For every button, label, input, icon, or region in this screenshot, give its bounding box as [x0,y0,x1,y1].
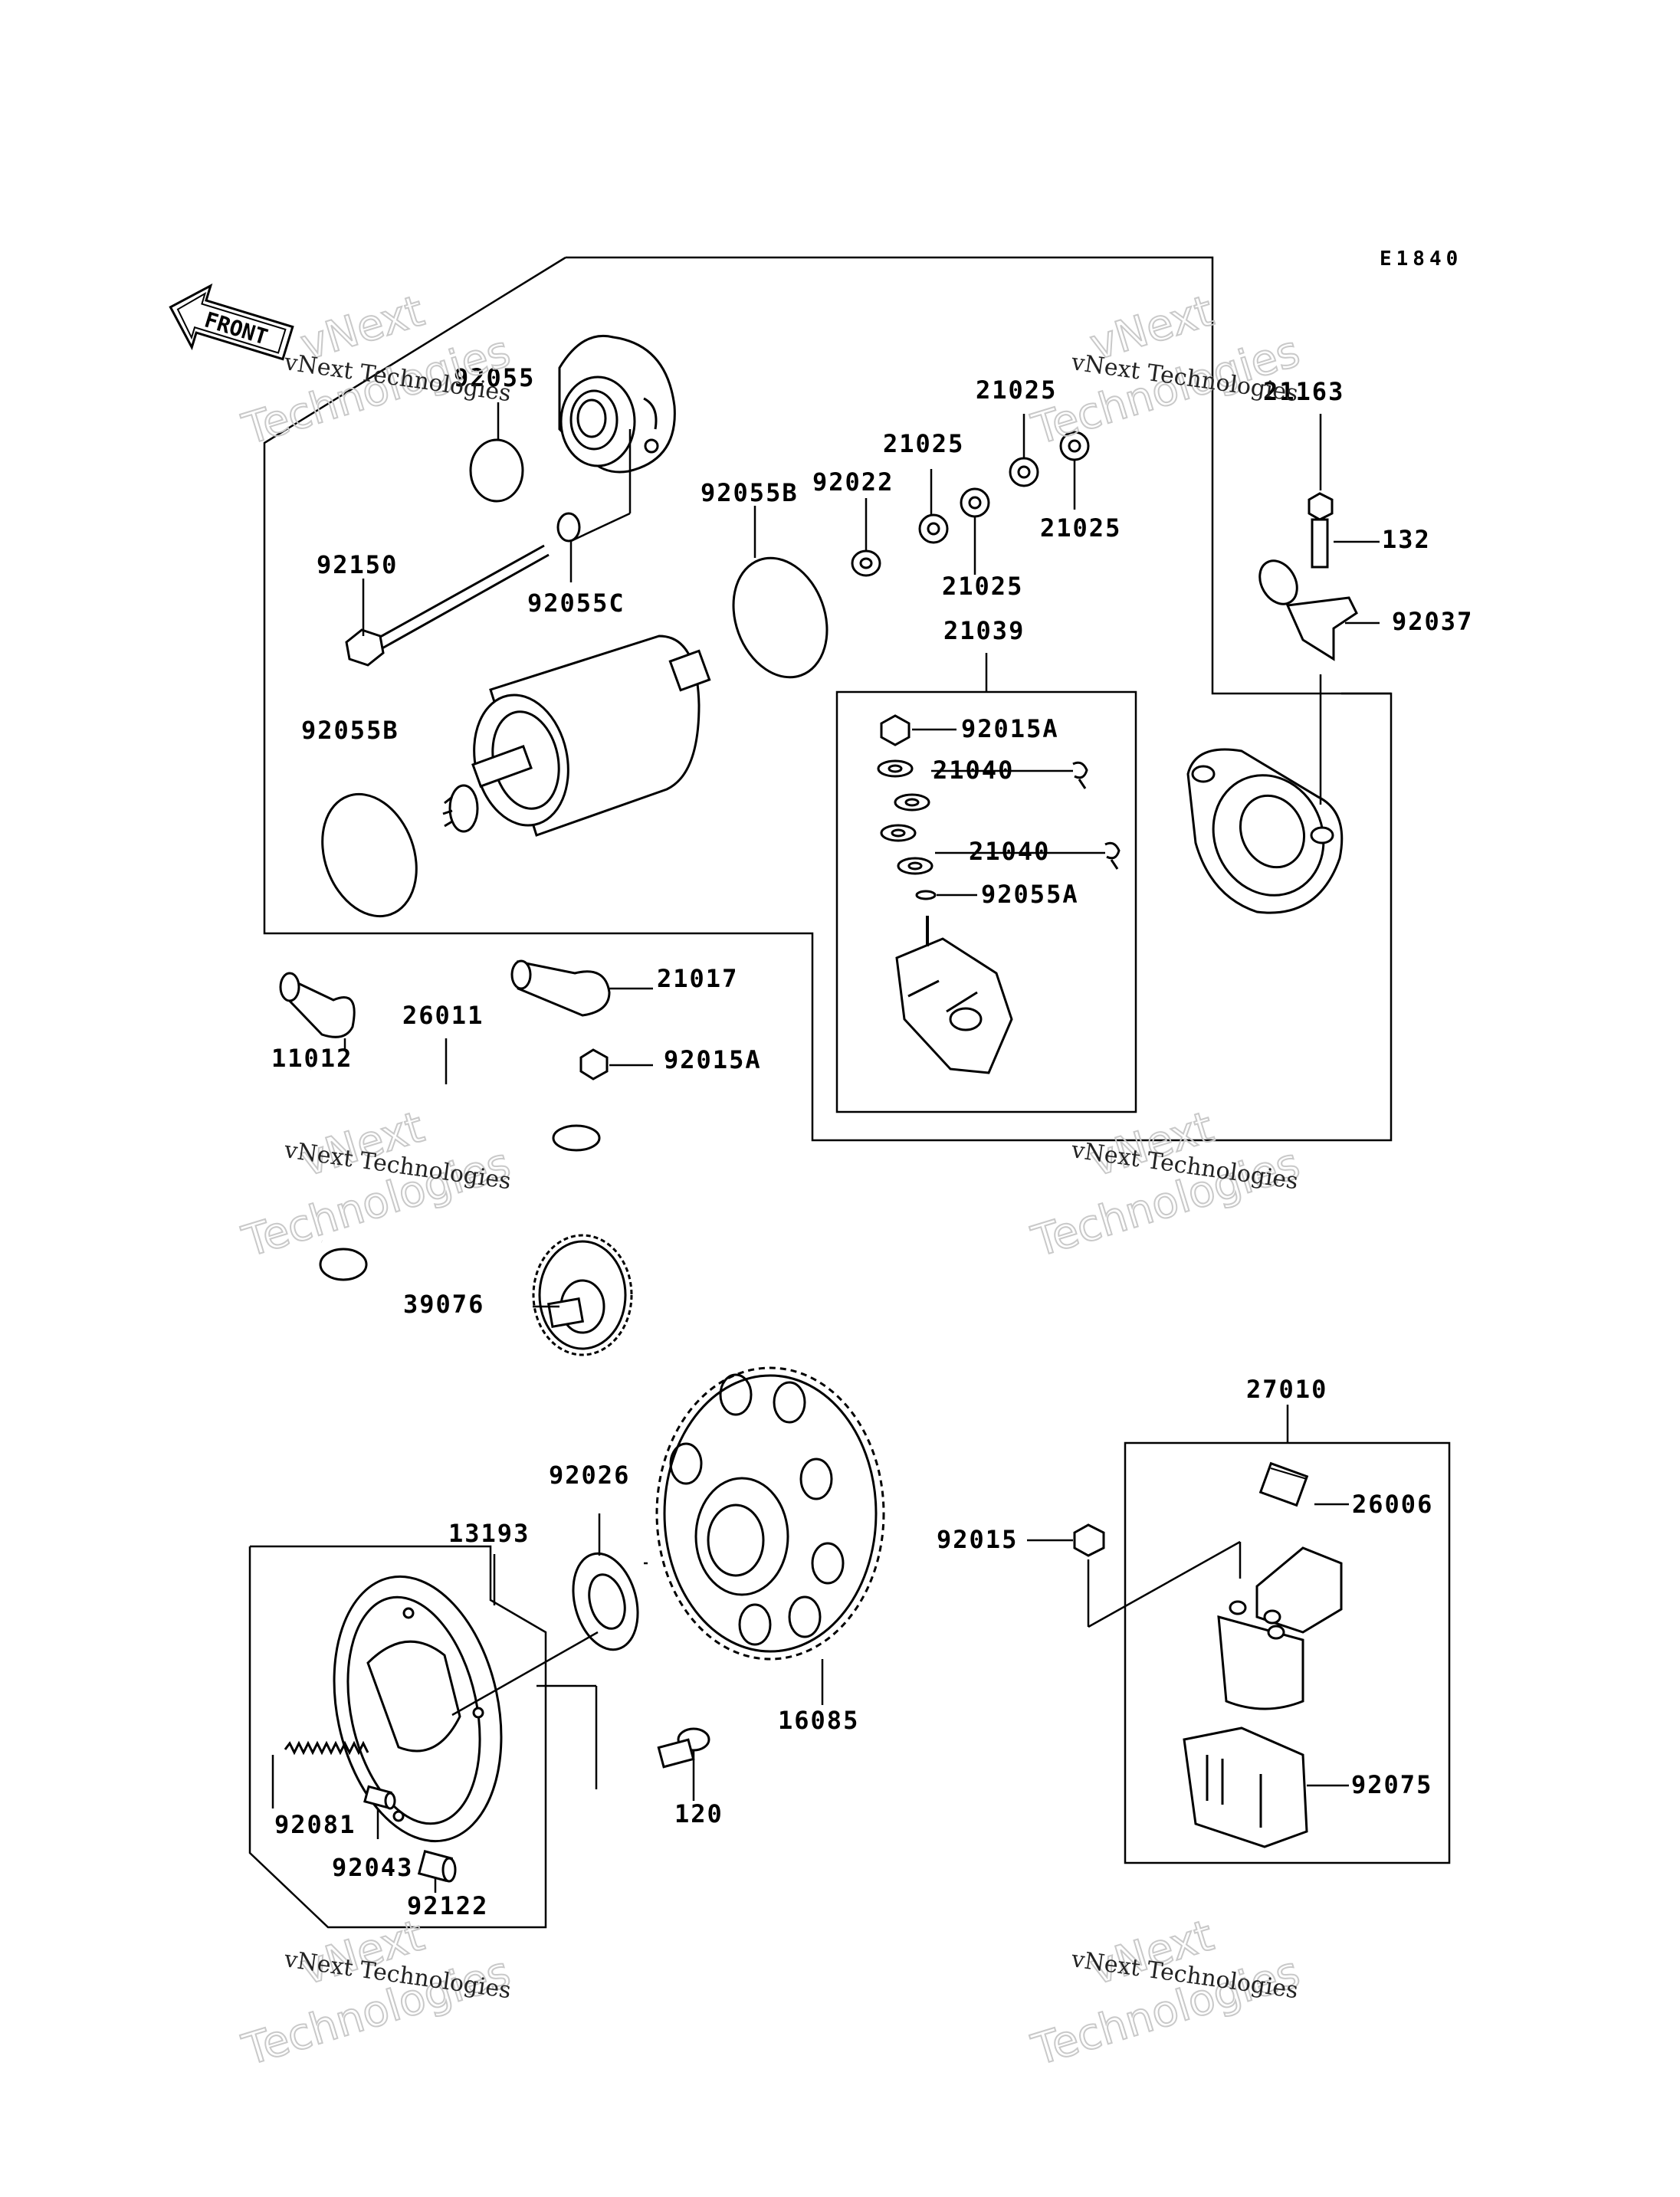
bolt-120 [657,1727,710,1769]
o-ring-92055 [469,438,524,503]
label-92055b-left: 92055B [301,716,399,745]
o-ring-92055c [556,512,581,543]
washer-92026 [572,1552,639,1651]
label-92075: 92075 [1351,1770,1432,1799]
label-21025-b: 21025 [942,572,1023,601]
label-26006: 26006 [1352,1490,1433,1519]
label-21163: 21163 [1263,377,1344,406]
starter-clutch-outline [248,1545,547,1929]
label-21025-a: 21025 [883,429,964,458]
label-21025-c: 21025 [976,375,1057,405]
label-92026: 92026 [549,1461,630,1490]
relay-cover-92075 [1183,1726,1308,1848]
idle-gear-39076 [532,1234,633,1356]
brush-holder-parts [877,714,1121,1074]
label-92022: 92022 [812,467,894,497]
starter-cap-21017 [510,959,611,1017]
o-ring-92055b-top [732,556,829,679]
label-21025-d: 21025 [1040,513,1121,543]
spring-92081 [284,1740,369,1756]
through-bolt-92150 [345,544,550,667]
starter-cap-11012 [279,972,356,1038]
diagram-code: E1840 [1380,248,1462,271]
nut-92015 [1073,1523,1105,1557]
front-arrow-icon: FRONT [169,283,294,361]
washer-92022 [851,549,881,577]
label-120: 120 [674,1799,724,1828]
fuse-26006 [1258,1461,1309,1507]
label-21017: 21017 [657,964,738,993]
label-92015: 92015 [937,1525,1018,1554]
starter-front-cover [558,334,676,474]
o-ring-92055b-left [321,792,418,918]
label-39076: 39076 [403,1290,484,1319]
label-92055b-top: 92055B [701,478,799,507]
leader-lines [271,402,1391,1893]
label-92055c: 92055C [527,589,625,618]
nut-92015a-lower [579,1048,609,1080]
label-26011: 26011 [402,1001,484,1030]
bolt-132 [1308,492,1334,569]
clamp-92037 [1285,596,1358,661]
label-92043: 92043 [332,1853,413,1882]
label-92150: 92150 [317,550,398,579]
label-92081: 92081 [274,1810,356,1839]
starter-motor-body [442,635,711,837]
starter-group-outline [263,256,1393,1142]
starter-gear-16085 [655,1366,885,1661]
label-27010: 27010 [1246,1375,1327,1404]
label-92055: 92055 [454,363,535,392]
label-21040-a: 21040 [933,756,1014,785]
starter-rear-cover [1186,748,1344,914]
starter-relay [1217,1546,1343,1710]
label-92122: 92122 [407,1891,488,1920]
label-92055a: 92055A [981,880,1079,909]
label-21039: 21039 [943,616,1025,645]
label-21040-b: 21040 [969,837,1050,866]
label-92037: 92037 [1392,607,1473,636]
washers-21025 [918,431,1090,544]
starter-cable-26011 [241,1062,601,1281]
label-132: 132 [1382,525,1431,554]
starter-clutch-13193 [333,1575,503,1843]
part-labels: 92055 92150 92055C 92055B 92055B 92022 2… [271,363,1473,1920]
label-16085: 16085 [778,1706,859,1735]
pin-92043 [363,1785,396,1810]
label-92015a-upper: 92015A [961,714,1059,743]
label-11012: 11012 [271,1044,353,1073]
label-13193: 13193 [448,1519,530,1548]
roller-92122 [417,1850,457,1883]
label-92015a-lower: 92015A [664,1045,762,1074]
